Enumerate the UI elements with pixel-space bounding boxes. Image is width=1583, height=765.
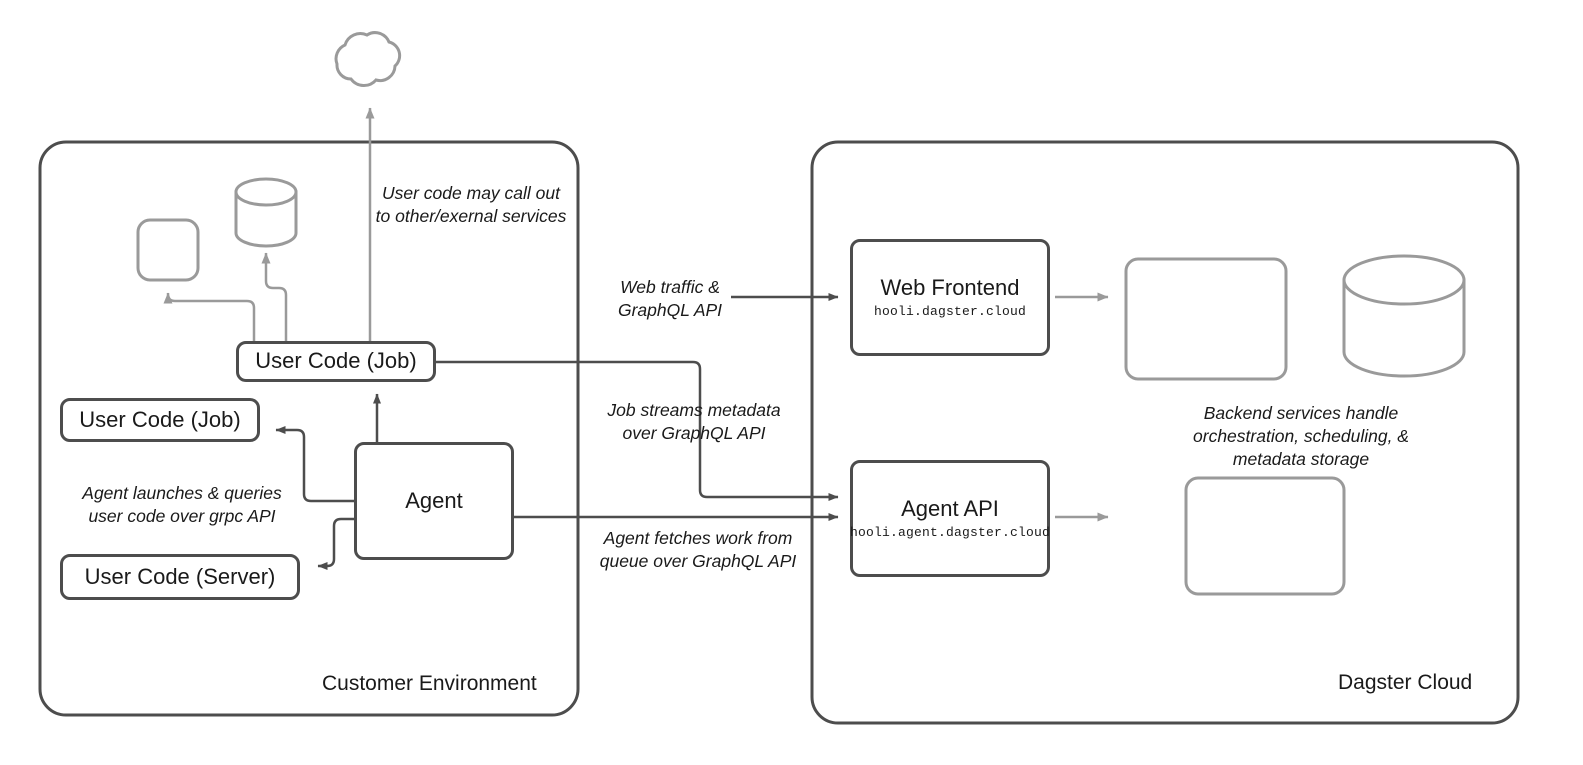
node-title: Web Frontend [880,274,1020,300]
customer-environment-label: Customer Environment [322,672,537,695]
node-title: Agent [405,487,463,513]
annotation-backend-services: Backend services handle orchestration, s… [1193,403,1409,470]
annotation-external-call: User code may call out to other/exernal … [375,183,567,227]
node-title: User Code (Job) [255,348,417,374]
node-agent[interactable]: Agent [354,442,514,560]
backend-database-cylinder [1342,254,1466,378]
dagster-cloud-container [810,140,1520,725]
connector-agent-to-usercode-server [317,517,354,570]
node-title: User Code (Job) [79,406,241,432]
annotation-job-streams: Job streams metadata over GraphQL API [607,400,781,444]
node-web-frontend[interactable]: Web Frontend hooli.dagster.cloud [850,239,1050,356]
annotation-agent-fetches: Agent fetches work from queue over Graph… [599,528,797,572]
dagster-cloud-label: Dagster Cloud [1338,671,1473,694]
node-subtitle: hooli.dagster.cloud [873,304,1027,320]
connector-usercode-to-external-db [261,252,288,341]
node-title: Agent API [901,495,999,521]
backend-service-box-1 [1124,257,1288,381]
backend-service-box-2 [1184,476,1346,596]
connector-usercode-to-external-box [163,292,256,341]
node-agent-api[interactable]: Agent API hooli.agent.dagster.cloud [850,460,1050,577]
annotation-agent-launches: Agent launches & queries user code over … [82,483,282,527]
external-database-cylinder [234,177,298,248]
node-title: User Code (Server) [84,563,276,589]
node-subtitle: hooli.agent.dagster.cloud [849,525,1051,541]
cloud-shape [334,31,402,88]
node-user-code-job-top[interactable]: User Code (Job) [236,341,436,382]
node-user-code-server[interactable]: User Code (Server) [60,554,300,600]
annotation-web-traffic: Web traffic & GraphQL API [617,277,723,321]
external-service-box [136,218,200,282]
node-user-code-job-left[interactable]: User Code (Job) [60,398,260,442]
